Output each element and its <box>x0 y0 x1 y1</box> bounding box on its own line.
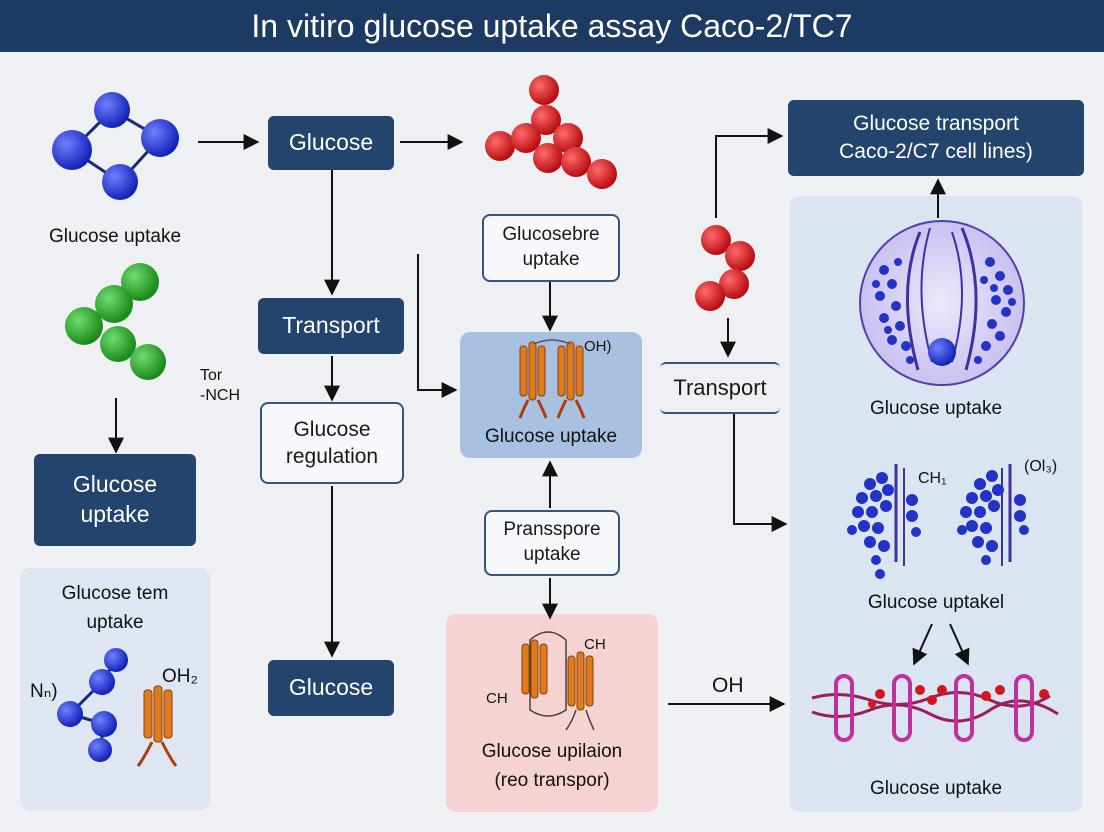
glucosebre-uptake-box: Glucosebre uptake <box>482 214 620 282</box>
pink-ch-label-1: CH <box>584 636 606 653</box>
oh-arrow-label: OH <box>712 674 744 697</box>
transporter-protein-pair-icon <box>518 339 586 419</box>
pink-panel-caption: Glucose upilaion (reo transpor) <box>481 741 623 791</box>
blue-molecule-caption: Glucose uptake <box>48 226 182 247</box>
red-molecule-small-icon <box>695 225 755 311</box>
left-panel-n-label: Nₙ) <box>30 681 58 702</box>
ols-label: (Ol₃) <box>1024 458 1058 475</box>
glucose-cluster-left-icon <box>847 464 921 579</box>
left-panel-oh2-label: OH₂ <box>162 666 198 687</box>
pink-transport-panel <box>446 614 658 812</box>
uptake-panel-oh-label: OH) <box>584 338 612 355</box>
ch1-label: CH₁ <box>918 470 947 487</box>
pransspore-uptake-box: Pransspore uptake <box>484 510 620 576</box>
green-molecule-icon <box>65 263 166 380</box>
glucose-cluster-right-icon <box>957 464 1029 566</box>
left-panel-title: Glucose tem uptake <box>61 583 169 633</box>
transport-box: Transport <box>258 298 404 354</box>
page-title: In vitiro glucose uptake assay Caco-2/TC… <box>0 0 1104 52</box>
pink-transporter-icon <box>521 631 595 731</box>
center-uptake-panel <box>460 332 642 458</box>
uptake-panel-label: Glucose uptake <box>484 426 618 447</box>
cell-caption: Glucose uptake <box>869 398 1003 419</box>
glucose-regulation-box: Glucose regulation <box>260 402 404 484</box>
blue-molecule-small-icon <box>57 648 128 762</box>
red-molecule-icon <box>485 75 617 189</box>
tor-nch-label: Tor -NCH <box>200 367 240 404</box>
diagram-arrows <box>108 128 970 712</box>
blue-molecule-icon <box>52 92 179 200</box>
transporter-protein-icon <box>136 685 178 767</box>
clusters-caption: Glucose uptakel <box>867 592 1005 613</box>
glucose-top-box: Glucose <box>268 116 394 170</box>
glucose-transport-header-box: Glucose transport Caco-2/C7 cell lines) <box>788 100 1084 176</box>
transport-label-box: Transport <box>660 362 780 414</box>
membrane-icon <box>811 674 1059 742</box>
membrane-caption: Glucose uptake <box>869 778 1003 799</box>
glucose-uptake-box: Glucose uptake <box>34 454 196 546</box>
cell-icon <box>859 220 1025 386</box>
glucose-bottom-box: Glucose <box>268 660 394 716</box>
left-glucose-panel <box>20 568 210 810</box>
pink-ch-label-2: CH <box>486 690 508 707</box>
